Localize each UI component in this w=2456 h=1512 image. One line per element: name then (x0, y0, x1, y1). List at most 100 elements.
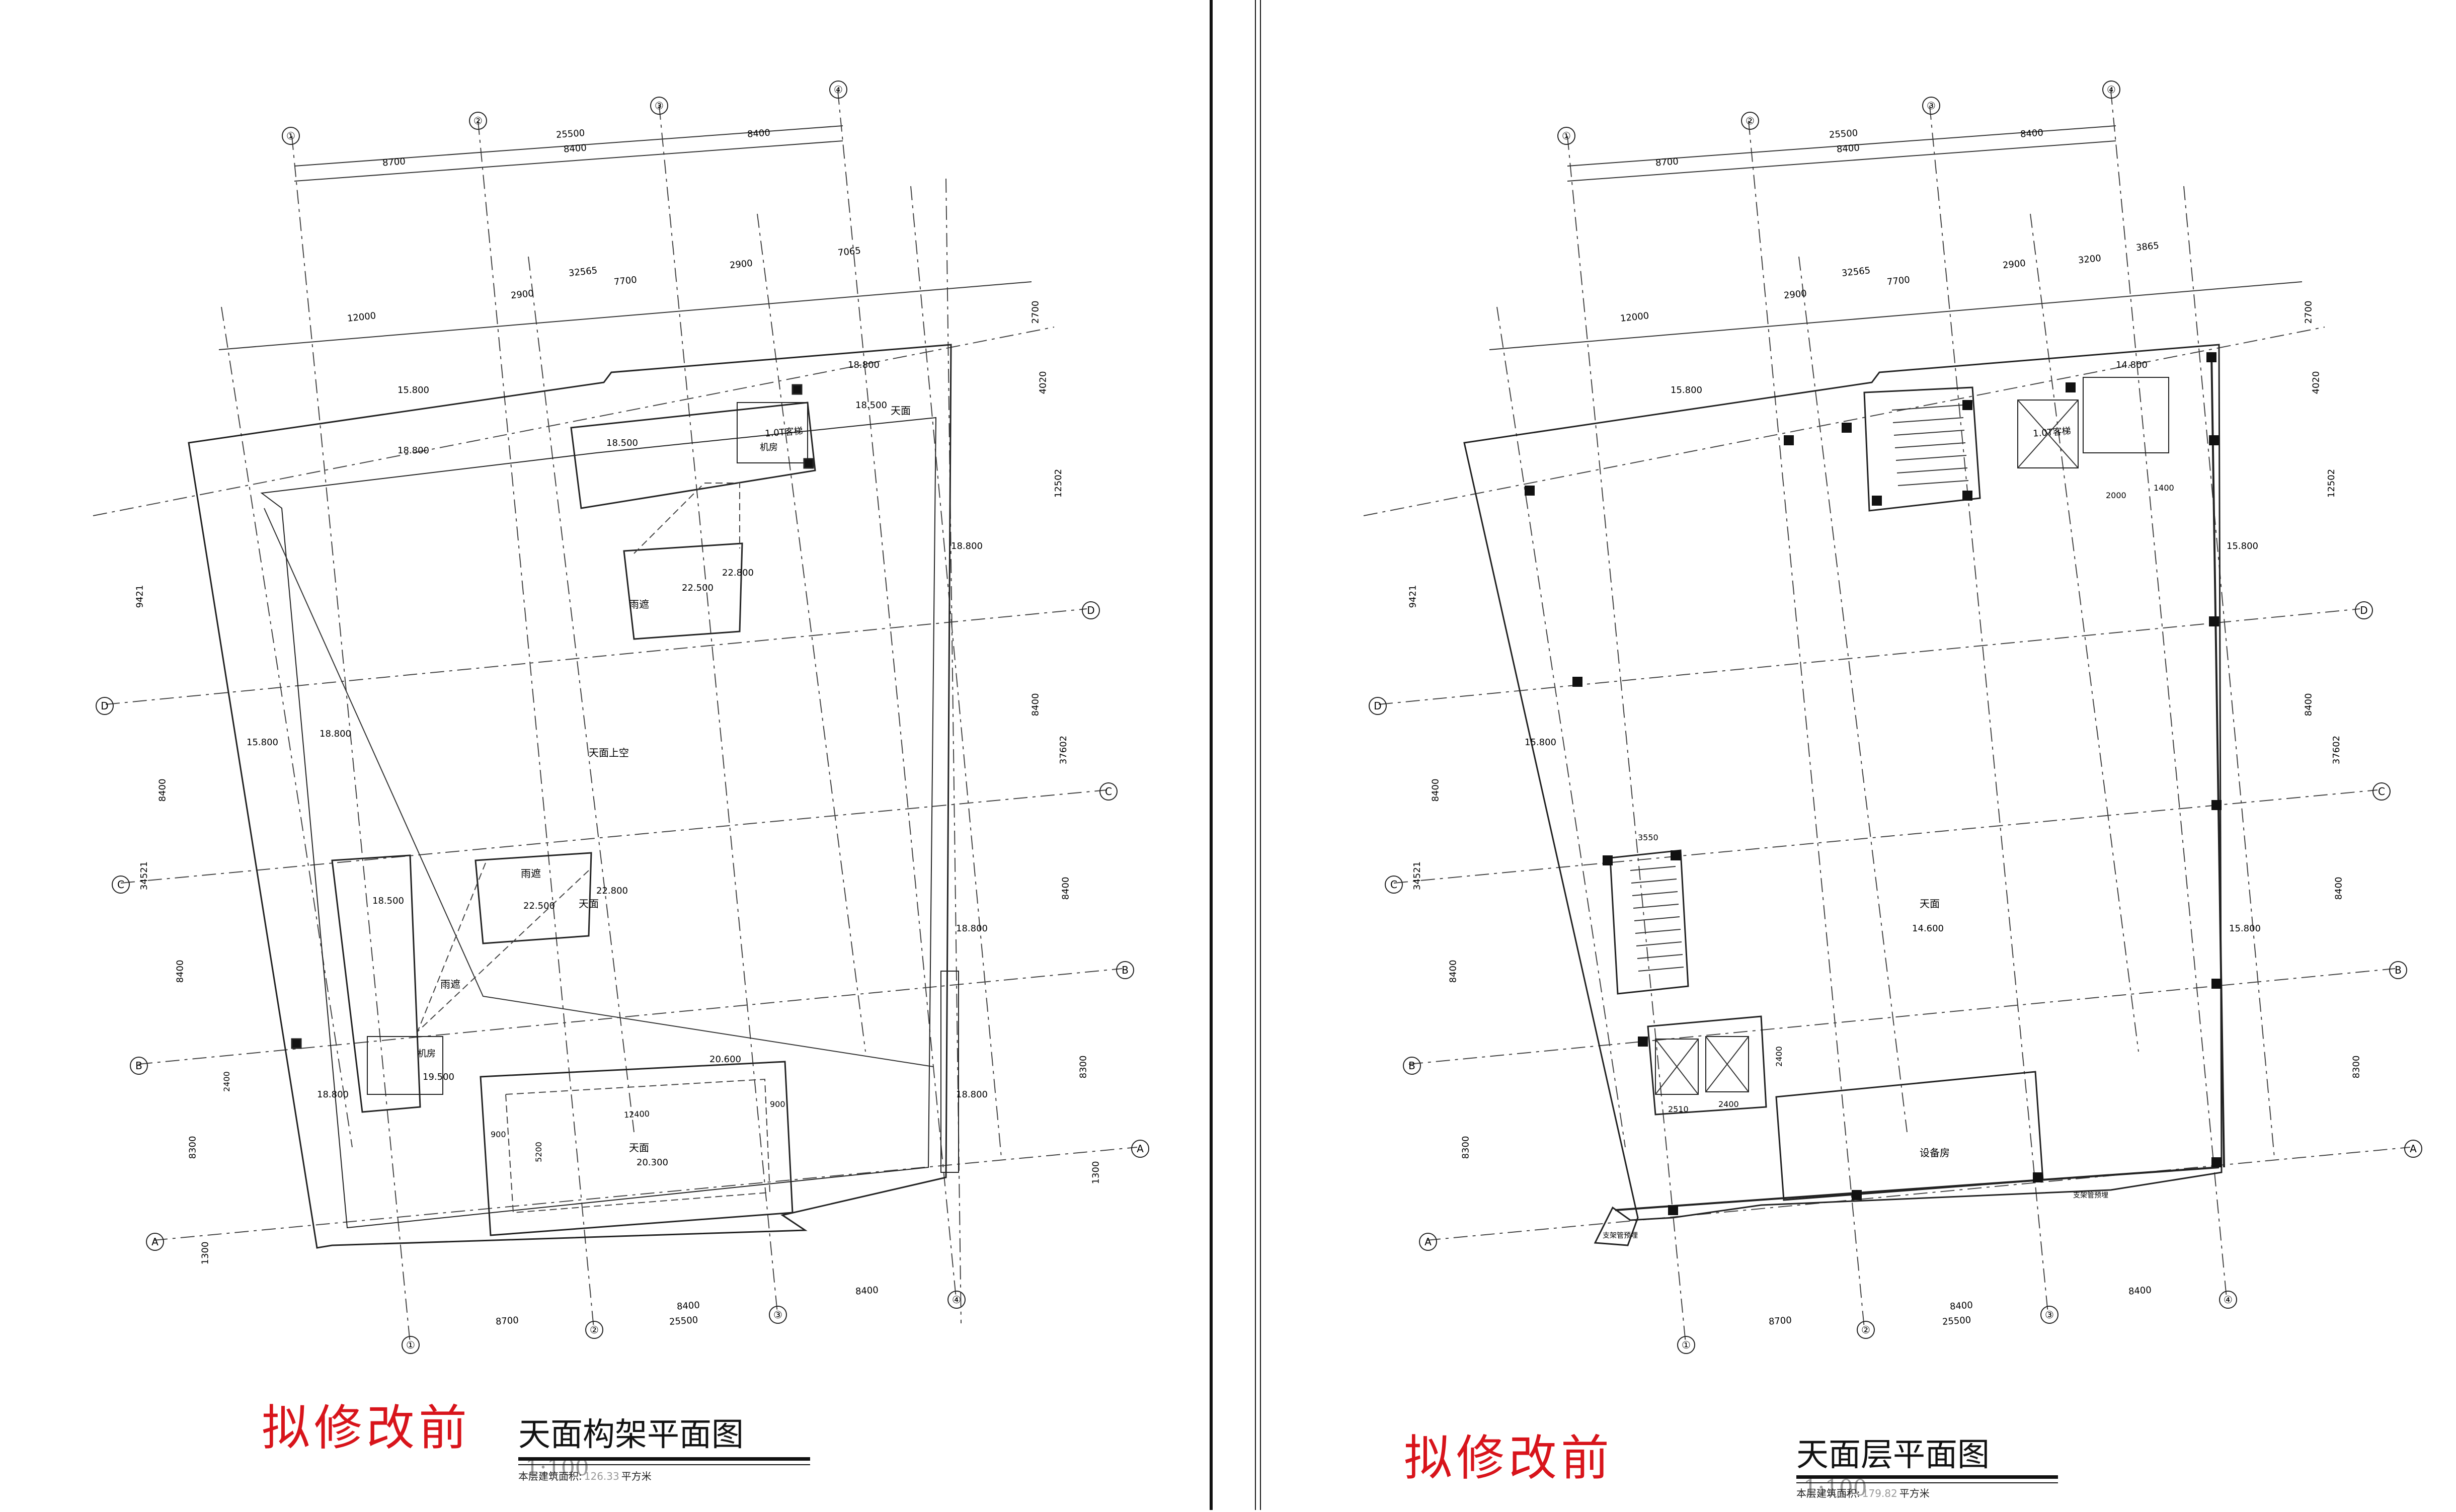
machine-room-s (367, 1036, 443, 1095)
dim-l-900a: 900 (491, 1130, 506, 1139)
dim-right-6: 8400 (1060, 877, 1071, 900)
elev-l-188g: 18.800 (956, 1089, 988, 1100)
axis-bubble-r2: ② (1741, 112, 1759, 130)
dim-right-2: 4020 (1038, 371, 1049, 394)
elev-l-228a: 22.800 (722, 568, 754, 578)
dim-right-r6: 8400 (2333, 877, 2344, 900)
south-roof (480, 1061, 794, 1236)
axis-row-C-r: C (1099, 782, 1118, 801)
equipment-room (1775, 1071, 2044, 1201)
dim-left-2: 34521 (139, 861, 150, 891)
dim-right-1: 2700 (1030, 300, 1041, 324)
building-outline-inner (260, 417, 937, 1229)
elev-l-188f: 18.800 (317, 1089, 349, 1100)
elev-l-185a: 18.500 (606, 438, 638, 448)
dim-bottom-r1: 8700 (1768, 1315, 1792, 1327)
elevator-shaft-rn (2017, 400, 2079, 468)
elev-r-158b: 15.800 (1525, 737, 1556, 748)
elev-l-185b: 18.500 (855, 400, 887, 411)
axis-bubble-r3: ③ (1922, 97, 1940, 115)
dim-right-7: 8300 (1078, 1055, 1089, 1079)
axis-bubble-3: ③ (650, 97, 668, 115)
label-equipment: 设备房 (1920, 1147, 1950, 1159)
dim-bottom-3: 8400 (855, 1285, 879, 1297)
building-outline (188, 344, 952, 1249)
label-machine-s: 机房 (418, 1049, 436, 1059)
label-roof-n: 天面 (891, 405, 911, 417)
dim-top-total-r: 25500 (1829, 128, 1858, 140)
lift-a (1655, 1039, 1699, 1095)
south-wall-r (1615, 1166, 2220, 1211)
canopy-north (623, 542, 743, 640)
dim-top-3: 8400 (747, 127, 771, 140)
top-dim-chain (218, 125, 1032, 350)
note-r-b: 支架管预埋 (2073, 1191, 2108, 1200)
stair-treads-n (1891, 405, 1969, 486)
axis-row-rB2: B (2389, 961, 2407, 979)
axis-bottom-r1: ① (1677, 1336, 1695, 1354)
col-s1 (291, 1038, 302, 1049)
axis-row-D-r: D (1082, 601, 1100, 619)
dim-l-5200: 5200 (533, 1142, 543, 1162)
dim-left-r6: 8300 (1460, 1136, 1471, 1159)
dim-left-6: 8300 (187, 1136, 198, 1159)
label-lift-rn: 1.0T客梯 (2032, 426, 2072, 439)
roof-frame-plan (93, 90, 1138, 1344)
dim-r-2400a: 2400 (1774, 1046, 1784, 1067)
dim-left-r2: 34521 (1412, 861, 1423, 891)
dim-bottom-1: 8700 (495, 1315, 519, 1327)
canopy-south (474, 852, 592, 944)
axis-bubble-r4: ④ (2102, 81, 2120, 99)
grid-lines (93, 90, 1138, 1344)
elev-l-158b: 15.800 (247, 737, 278, 748)
elev-r-148: 14.800 (2116, 360, 2148, 370)
dim-right-r1: 2700 (2303, 300, 2314, 324)
label-canopy-sw: 雨遮 (440, 978, 460, 990)
axis-bottom-r2: ② (1857, 1321, 1875, 1339)
elev-l-158a: 15.800 (398, 385, 429, 395)
dim-right-5: 37602 (1058, 735, 1069, 765)
axis-row-rB: B (1403, 1057, 1421, 1075)
dim-right-r5: 37602 (2331, 735, 2342, 765)
dim-l-12400: 12400 (623, 1108, 650, 1120)
label-roof-r: 天面 (1920, 898, 1940, 910)
lift-b (1705, 1036, 1749, 1092)
dim-right-r4: 8400 (2303, 693, 2314, 717)
axis-row-rD: D (1369, 697, 1387, 715)
roof-level-plan (1363, 90, 2411, 1344)
dim-left-3: 8400 (157, 778, 168, 802)
note-r-a: 支架管预埋 (1603, 1232, 1638, 1240)
columns-r (1525, 352, 2222, 1215)
axis-bottom-4: ④ (947, 1291, 966, 1309)
axis-bottom-r3: ③ (2040, 1306, 2058, 1324)
axis-row-B-r: B (1116, 961, 1134, 979)
axis-row-rC2: C (2372, 782, 2391, 801)
dim-r-2510: 2510 (1668, 1104, 1689, 1114)
label-canopy-n: 雨遮 (629, 598, 649, 610)
label-sky-void: 天面上空 (589, 747, 629, 759)
axis-row-C: C (112, 876, 130, 894)
axis-bottom-3: ③ (769, 1306, 787, 1324)
dim-left-r1: 9421 (1407, 585, 1418, 608)
axis-row-A-r: A (1131, 1140, 1149, 1158)
sw-core (331, 854, 421, 1113)
east-wall-r (2210, 352, 2225, 1168)
elev-l-188e: 18.800 (956, 923, 988, 934)
drawing-scale-r: 1:100 (1803, 1475, 1867, 1501)
dim-right-r7: 8300 (2351, 1055, 2362, 1079)
dim-top-1: 8700 (382, 156, 406, 169)
dim-r-2000: 2000 (2106, 491, 2126, 500)
dim-r-2400b: 2400 (1718, 1099, 1739, 1109)
axis-row-D: D (96, 697, 114, 715)
elev-r-146: 14.600 (1912, 923, 1944, 934)
elev-l-225b: 22.500 (523, 901, 555, 911)
dim-top-r2: 8400 (1836, 142, 1860, 155)
elev-r-158d: 15.800 (2229, 923, 2261, 934)
dim-left-1: 9421 (134, 585, 145, 608)
dim-left-r3: 8400 (1430, 778, 1441, 802)
dim-bottom-2: 8400 (676, 1300, 700, 1312)
